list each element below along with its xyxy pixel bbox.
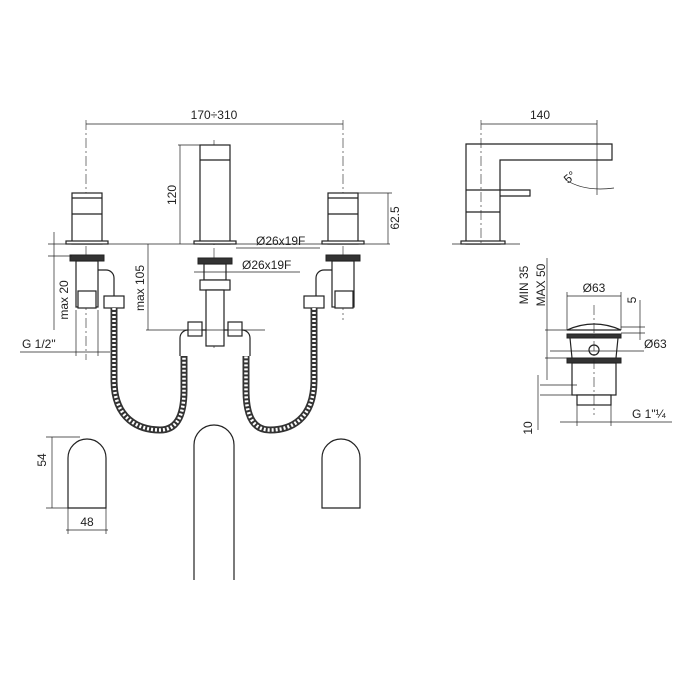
dimension-spout-height: 120 (165, 144, 200, 244)
dim-max-20: max 20 (57, 280, 71, 320)
dimension-max-20: max 20 (48, 232, 72, 330)
dim-spout-projection: 140 (530, 108, 550, 122)
dimension-overall-width: 170÷310 (86, 108, 343, 125)
dim-plan-width: 48 (80, 515, 94, 529)
dim-max-105: max 105 (133, 265, 147, 311)
dim-waste-max: MAX 50 (534, 263, 548, 306)
waste-valve: MIN 35 MAX 50 Ø63 5 Ø63 10 G 1"¼ (517, 258, 672, 435)
dim-waste-cap: 5 (625, 296, 639, 303)
dim-hole-lower: Ø26x19F (242, 258, 291, 272)
spout (179, 144, 251, 356)
dimension-handle-height: 62.5 (358, 192, 402, 244)
dimension-max-105: max 105 (133, 244, 265, 331)
dim-spout-angle: 5° (561, 168, 579, 186)
dim-waste-tail: 10 (521, 421, 535, 435)
left-handle (65, 192, 125, 309)
dimension-inlet-thread: G 1/2" (20, 310, 110, 356)
dim-waste-thread: G 1"¼ (632, 407, 667, 421)
dim-handle-height: 62.5 (388, 206, 402, 230)
right-handle (303, 192, 365, 309)
dim-waste-min: MIN 35 (517, 265, 531, 304)
plan-view: 54 48 (35, 424, 361, 580)
hoses (110, 308, 318, 434)
dim-waste-body-dia: Ø63 (644, 337, 667, 351)
dim-overall-width: 170÷310 (191, 108, 238, 122)
dim-hole-upper: Ø26x19F (256, 234, 305, 248)
dim-inlet-thread: G 1/2" (22, 337, 56, 351)
side-view: 140 5° (452, 108, 615, 246)
dimension-holes: Ø26x19F Ø26x19F (194, 234, 320, 273)
dim-spout-height: 120 (165, 185, 179, 205)
dim-waste-top-dia: Ø63 (583, 281, 606, 295)
dim-plan-height: 54 (35, 453, 49, 467)
